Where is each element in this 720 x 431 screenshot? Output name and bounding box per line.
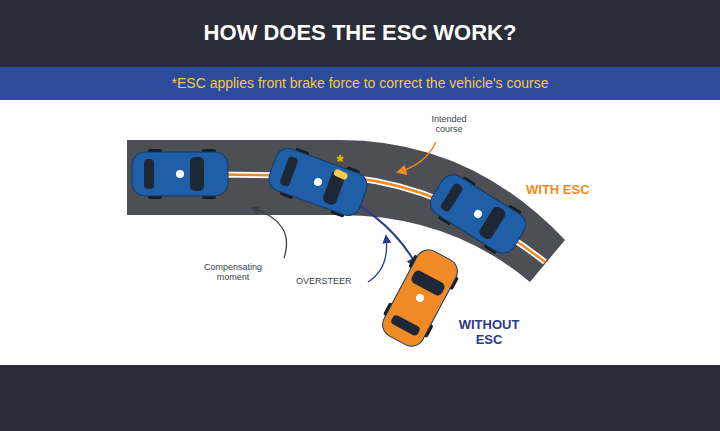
car <box>375 244 464 352</box>
car-body <box>378 245 462 350</box>
callout-label: OVERSTEER <box>296 276 366 286</box>
center-dot <box>313 177 323 187</box>
compensating-moment-arrow <box>252 208 287 258</box>
rear-window <box>390 314 421 337</box>
footer-band <box>0 365 720 431</box>
center-dot <box>415 293 426 304</box>
center-dot <box>472 208 483 219</box>
callout-label: Compensating moment <box>190 262 276 283</box>
rear-window <box>279 156 299 188</box>
car <box>132 149 228 199</box>
oversteer-leader <box>368 236 387 282</box>
subtitle: *ESC applies front brake force to correc… <box>0 75 720 91</box>
car <box>264 142 371 222</box>
car-body <box>426 170 531 258</box>
header-band <box>0 0 720 67</box>
windshield <box>477 205 507 241</box>
callout-label: Intended course <box>418 114 480 135</box>
intended-course-leader <box>398 142 436 172</box>
rear-window <box>144 159 154 189</box>
car-body <box>265 145 370 219</box>
center-dot <box>176 170 184 178</box>
callout-label: WITHOUT ESC <box>452 318 526 348</box>
windshield <box>410 269 447 297</box>
road <box>127 140 565 282</box>
car <box>424 167 532 260</box>
windshield <box>190 157 204 191</box>
asterisk-mark: * <box>333 152 347 173</box>
rear-window <box>440 182 464 213</box>
car-body <box>132 152 228 196</box>
title: HOW DOES THE ESC WORK? <box>0 20 720 45</box>
callout-label: WITH ESC <box>526 183 616 198</box>
subtitle-band <box>0 67 720 100</box>
